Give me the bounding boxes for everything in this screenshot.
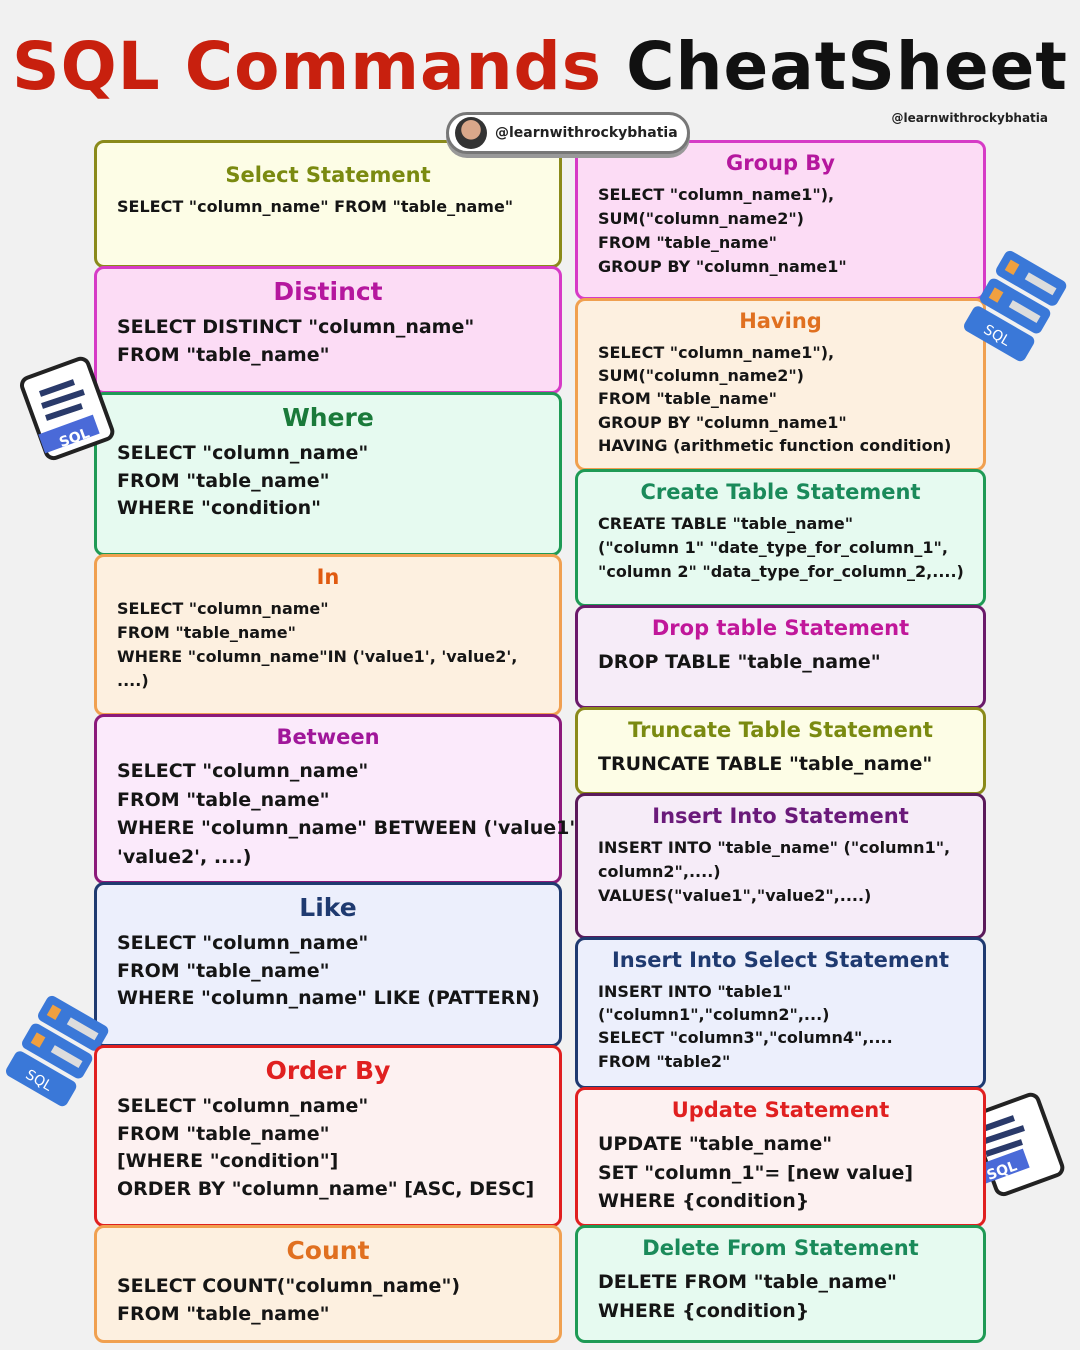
code-line: WHERE "column_name"IN ('value1', 'value2… xyxy=(117,647,518,666)
code-line: SELECT COUNT("column_name") xyxy=(117,1275,461,1297)
sql-database-icon: SQL xyxy=(6,995,109,1107)
code-line: SELECT "column_name" FROM "table_name" xyxy=(117,197,514,216)
code-line: WHERE "condition" xyxy=(117,497,321,520)
card-title: Distinct xyxy=(273,277,383,306)
page-title: SQL Commands CheatSheet xyxy=(12,28,1068,105)
card-title: Like xyxy=(299,893,357,922)
code-line: FROM "table_name" xyxy=(117,623,296,642)
card-title: Between xyxy=(276,725,380,749)
card-title: Having xyxy=(739,309,822,333)
card-title: Insert Into Select Statement xyxy=(611,948,950,972)
code-line: ("column 1" "date_type_for_column_1", xyxy=(598,538,948,557)
author-badge[interactable]: @learnwithrockybhatia xyxy=(446,112,690,154)
card-title: Truncate Table Statement xyxy=(628,718,933,742)
code-line: TRUNCATE TABLE "table_name" xyxy=(598,753,933,775)
code-line: SUM("column_name2") xyxy=(598,209,804,228)
code-line: WHERE {condition} xyxy=(598,1190,810,1212)
card-order-by: Order By SELECT "column_name" FROM "table_… xyxy=(94,1045,562,1227)
code-line: GROUP BY "column_name1" xyxy=(598,412,847,432)
watermark-handle: @learnwithrockybhatia xyxy=(891,111,1048,125)
code-line: ....) xyxy=(117,671,149,690)
code-line: 'value2', ....) xyxy=(117,845,252,868)
code-line: FROM "table2" xyxy=(598,1051,731,1071)
code-line: SELECT "column_name" xyxy=(117,1095,369,1117)
code-line: FROM "table_name" xyxy=(598,389,777,409)
code-line: FROM "table_name" xyxy=(117,1302,330,1325)
card-title: Insert Into Statement xyxy=(652,804,909,828)
code-line: SET "column_1"= [new value] xyxy=(598,1161,914,1184)
code-line: DELETE FROM "table_name" xyxy=(598,1271,897,1293)
code-line: SELECT "column_name" xyxy=(117,599,329,618)
card-title: In xyxy=(316,565,340,589)
code-line: WHERE "column_name" BETWEEN ('value1', xyxy=(117,817,583,839)
code-line: VALUES("value1","value2",....) xyxy=(598,886,872,905)
code-line: WHERE {condition} xyxy=(598,1299,810,1322)
card-title: Group By xyxy=(725,151,835,175)
code-line: FROM "table_name" xyxy=(117,1122,330,1145)
avatar xyxy=(455,117,487,149)
card-title: Drop table Statement xyxy=(651,616,910,640)
card-title: Update Statement xyxy=(671,1098,890,1122)
code-line: SELECT "column_name1"), xyxy=(598,343,835,362)
code-line: "column 2" "data_type_for_column_2,....) xyxy=(598,562,964,581)
code-line: DROP TABLE "table_name" xyxy=(598,651,881,673)
code-line: SUM("column_name2") xyxy=(598,366,804,386)
code-line: SELECT "column_name1"), xyxy=(598,185,835,204)
code-line: WHERE "column_name" LIKE (PATTERN) xyxy=(117,987,540,1010)
code-line: GROUP BY "column_name1" xyxy=(598,257,847,276)
code-line: SELECT "column3","column4",.... xyxy=(598,1028,893,1048)
code-line: INSERT INTO "table1" xyxy=(598,982,792,1001)
code-line: SELECT DISTINCT "column_name" xyxy=(117,316,475,338)
code-line: SELECT "column_name" xyxy=(117,932,369,954)
code-line: SELECT "column_name" xyxy=(117,442,369,464)
card-group-by: Group By SELECT "column_name1"), SUM("colu… xyxy=(575,140,986,300)
code-line: CREATE TABLE "table_name" xyxy=(598,514,854,533)
code-line: [WHERE "condition"] xyxy=(117,1150,339,1173)
code-line: FROM "table_name" xyxy=(117,469,330,492)
code-line: SELECT "column_name" xyxy=(117,760,369,782)
card-title: Count xyxy=(286,1236,370,1265)
card-title: Select Statement xyxy=(225,163,431,187)
code-line: UPDATE "table_name" xyxy=(598,1133,833,1155)
code-line: column2",....) xyxy=(598,862,721,881)
code-line: FROM "table_name" xyxy=(117,959,330,982)
card-title: Create Table Statement xyxy=(640,480,921,504)
sql-database-icon: SQL xyxy=(964,250,1067,362)
code-line: INSERT INTO "table_name" ("column1", xyxy=(598,838,951,857)
card-title: Order By xyxy=(265,1056,391,1085)
sql-document-icon: SQL xyxy=(19,356,115,461)
code-line: HAVING (arithmetic function condition) xyxy=(598,435,952,455)
author-handle: @learnwithrockybhatia xyxy=(495,125,678,141)
code-line: FROM "table_name" xyxy=(117,788,330,811)
code-line: FROM "table_name" xyxy=(598,233,777,252)
code-line: ("column1","column2",...) xyxy=(598,1005,830,1025)
card-title: Delete From Statement xyxy=(642,1236,919,1260)
code-line: FROM "table_name" xyxy=(117,343,330,366)
card-title: Where xyxy=(282,403,374,432)
code-line: ORDER BY "column_name" [ASC, DESC] xyxy=(117,1177,535,1200)
